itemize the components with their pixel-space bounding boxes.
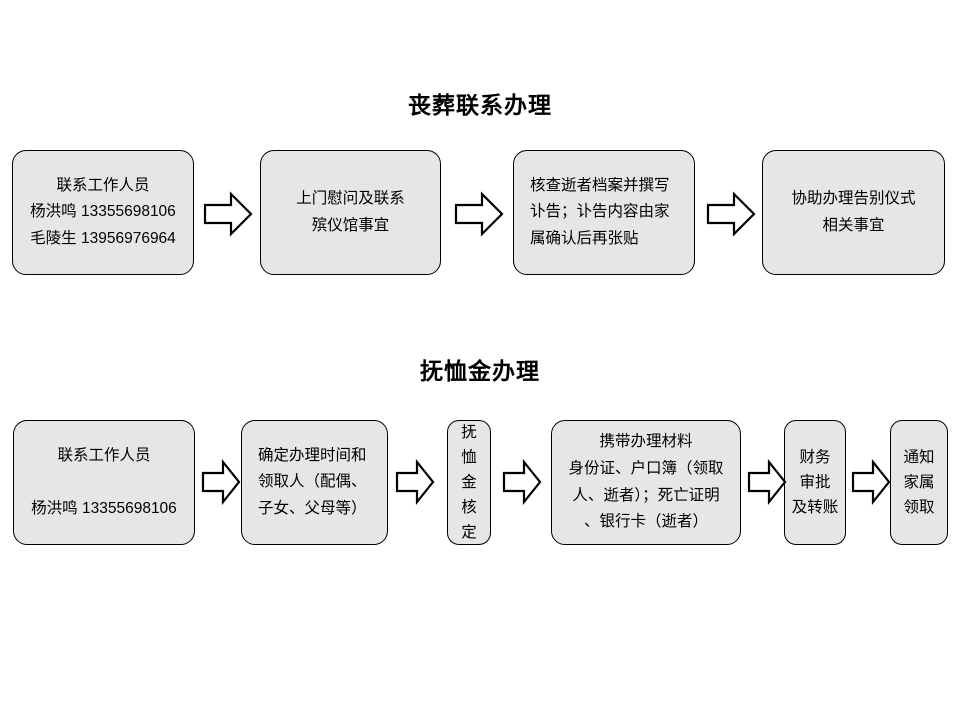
flow-box-farewell-ceremony[interactable]: 协助办理告别仪式 相关事宜: [762, 150, 945, 275]
flow-box-text: 财务 审批 及转账: [791, 448, 839, 517]
flow-box-text: 联系工作人员 杨洪鸣 13355698106 毛陵生 13956976964: [30, 176, 176, 247]
flow-box-text: 确定办理时间和 领取人（配偶、 子女、父母等）: [258, 446, 367, 517]
flow-arrow-pension-5: [851, 458, 891, 506]
flow-arrow-funeral-2: [454, 191, 504, 237]
flow-box-text: 核查逝者档案并撰写 讣告；讣告内容由家 属确认后再张贴: [530, 176, 670, 247]
flow-box-contact-staff-pension[interactable]: 联系工作人员 杨洪鸣 13355698106: [13, 420, 195, 545]
flow-box-text: 抚 恤 金 核 定: [461, 423, 477, 542]
flow-box-bring-materials[interactable]: 携带办理材料 身份证、户口簿（领取 人、逝者）；死亡证明 、银行卡（逝者）: [551, 420, 741, 545]
flow-box-text: 协助办理告别仪式 相关事宜: [791, 189, 916, 234]
flow-box-text: 联系工作人员 杨洪鸣 13355698106: [31, 446, 177, 517]
section-title-pension: 抚恤金办理: [420, 358, 540, 384]
flow-arrow-funeral-3: [706, 191, 756, 237]
flow-box-home-visit[interactable]: 上门慰问及联系 殡仪馆事宜: [260, 150, 441, 275]
flow-arrow-funeral-1: [203, 191, 253, 237]
flow-box-text: 上门慰问及联系 殡仪馆事宜: [296, 189, 405, 234]
flow-arrow-pension-4: [747, 458, 787, 506]
flow-box-text: 通知 家属 领取: [903, 448, 935, 517]
section-title-funeral: 丧葬联系办理: [408, 92, 552, 118]
flow-arrow-pension-3: [502, 458, 542, 506]
flow-box-notify-family[interactable]: 通知 家属 领取: [890, 420, 948, 545]
flow-box-verify-archive[interactable]: 核查逝者档案并撰写 讣告；讣告内容由家 属确认后再张贴: [513, 150, 695, 275]
flow-box-confirm-time-recipient[interactable]: 确定办理时间和 领取人（配偶、 子女、父母等）: [241, 420, 388, 545]
flow-box-finance-approval[interactable]: 财务 审批 及转账: [784, 420, 846, 545]
flow-arrow-pension-1: [201, 458, 241, 506]
flow-box-text: 携带办理材料 身份证、户口簿（领取 人、逝者）；死亡证明 、银行卡（逝者）: [568, 433, 724, 531]
flow-box-contact-staff-funeral[interactable]: 联系工作人员 杨洪鸣 13355698106 毛陵生 13956976964: [12, 150, 194, 275]
flow-arrow-pension-2: [395, 458, 435, 506]
flow-box-pension-assessment[interactable]: 抚 恤 金 核 定: [447, 420, 491, 545]
